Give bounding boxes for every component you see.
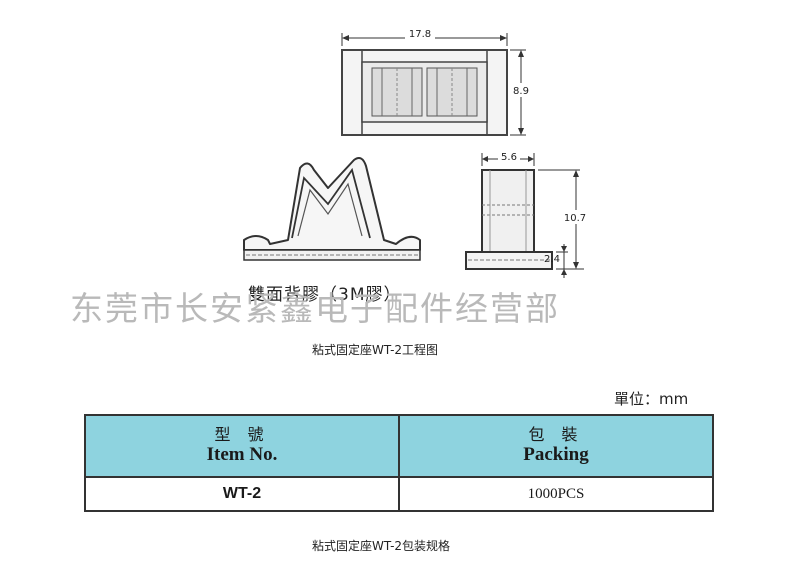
cell-packing: 1000PCS: [398, 476, 714, 512]
front-view-clip: [243, 157, 421, 261]
dim-5-6: 5.6: [501, 152, 517, 163]
header-item-no-cn: 型 號: [214, 425, 270, 444]
table-row: WT-2 1000PCS: [84, 476, 714, 512]
drawing-caption: 粘式固定座WT-2工程图: [312, 343, 439, 357]
dim-2-4: 2.4: [544, 254, 560, 265]
tape-label: 雙面背膠（3M膠）: [248, 285, 402, 305]
top-height-dimension: 8.9: [510, 49, 530, 136]
side-base-dimension: 2.4: [544, 244, 568, 278]
unit-label: 單位：mm: [614, 390, 689, 408]
header-packing-cn: 包 裝: [528, 425, 584, 444]
watermark: 东莞市长安紧鑫电子配件经营部: [70, 289, 560, 328]
packing-spec-table: 型 號 Item No. 包 裝 Packing WT-2 1000PCS: [84, 414, 714, 512]
side-height-dimension: 10.7: [538, 169, 587, 270]
side-view: [465, 169, 553, 270]
dim-17-8: 17.8: [409, 29, 431, 40]
cell-model: WT-2: [84, 476, 400, 512]
header-packing: 包 裝 Packing: [398, 414, 714, 478]
table-caption: 粘式固定座WT-2包装规格: [312, 539, 451, 553]
top-width-dimension: 17.8: [341, 28, 508, 46]
engineering-drawing: 17.8 8.9: [243, 28, 587, 278]
header-item-no-en: Item No.: [206, 444, 278, 465]
table-header-row: 型 號 Item No. 包 裝 Packing: [84, 414, 714, 478]
header-packing-en: Packing: [523, 444, 589, 465]
top-view: [341, 49, 508, 136]
dim-10-7: 10.7: [564, 213, 586, 224]
header-item-no: 型 號 Item No.: [84, 414, 400, 478]
dim-8-9: 8.9: [513, 86, 529, 97]
side-width-dimension: 5.6: [481, 151, 535, 166]
